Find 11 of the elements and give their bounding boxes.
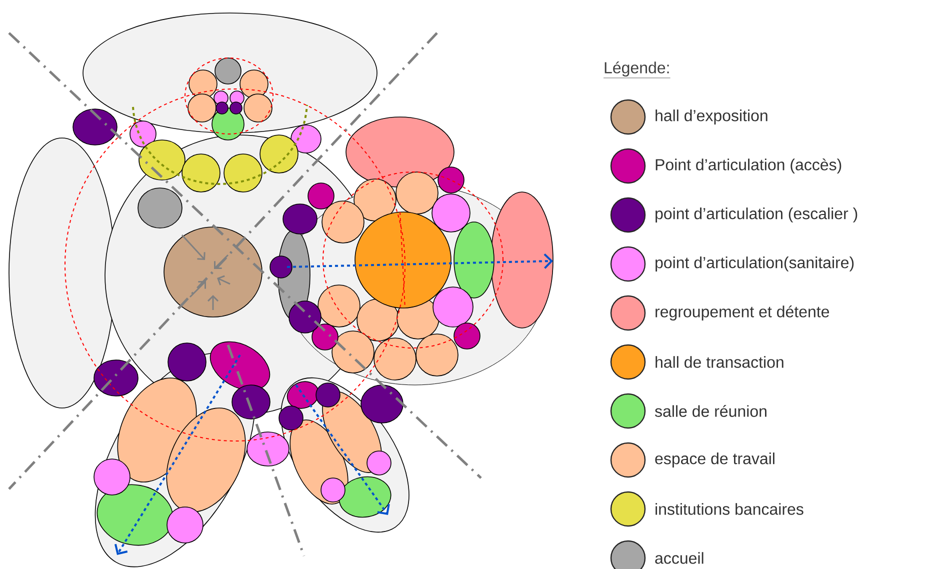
- legend-label: espace de travail: [655, 452, 774, 468]
- legend-label: hall d’exposition: [656, 110, 768, 124]
- legend-label: point d’articulation (escalier ): [656, 208, 858, 222]
- legend-label: Point d’articulation (accès): [656, 158, 842, 174]
- legend-title: Légende:: [603, 61, 670, 78]
- legend-label: point d’articulation(sanitaire): [656, 256, 854, 272]
- legend-label: regroupement et détente: [656, 305, 830, 321]
- legend-label: accueil: [655, 552, 704, 564]
- legend-label: salle de réunion: [654, 405, 766, 417]
- legend-label: institutions bancaires: [656, 503, 804, 515]
- legend-label: hall de transaction: [656, 356, 784, 368]
